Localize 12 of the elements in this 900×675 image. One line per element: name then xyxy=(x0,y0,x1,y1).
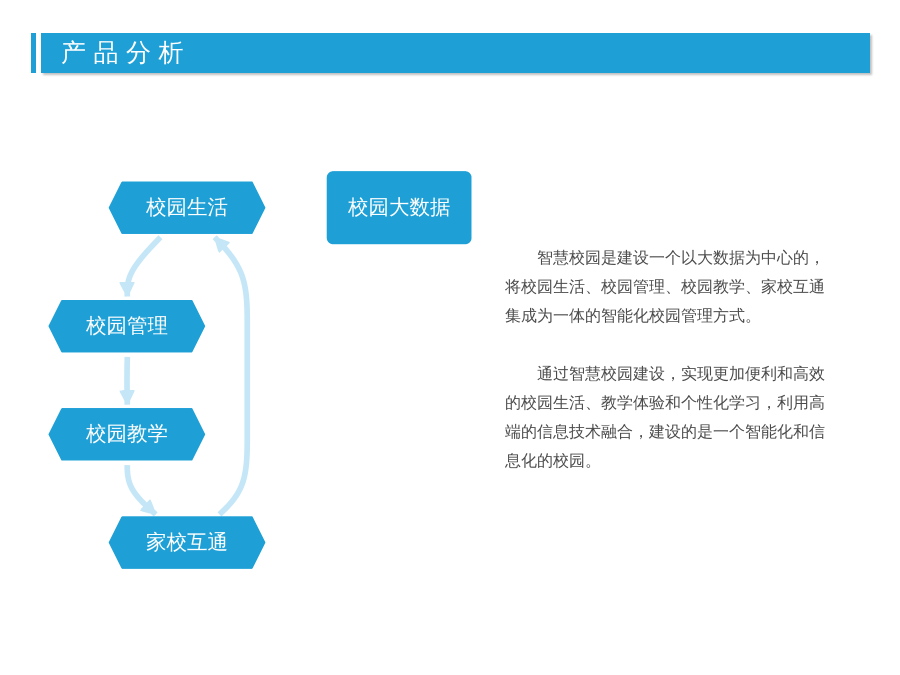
process-box: 校园大数据 xyxy=(326,171,472,244)
page-title: 产品分析 xyxy=(61,38,191,68)
arrow xyxy=(124,464,158,517)
arrow xyxy=(119,356,136,406)
paragraph: 智慧校园是建设一个以大数据为中心的，将校园生活、校园管理、校园教学、家校互通集成为一体的智能化校园管理方式。 xyxy=(505,247,826,327)
hexagon-node: 家校互通 xyxy=(108,516,266,569)
hexagon-node: 校园管理 xyxy=(48,300,206,352)
hexagon-node: 校园教学 xyxy=(48,408,206,461)
arrow xyxy=(212,235,250,516)
hexagon-node: 校园生活 xyxy=(108,182,266,234)
paragraph: 通过智慧校园建设，实现更加便利和高效的校园生活、教学体验和个性化学习，利用高端的信息技术融合，建设的是一个智能化和信息化的校园。 xyxy=(505,363,826,472)
arrow xyxy=(119,235,163,298)
